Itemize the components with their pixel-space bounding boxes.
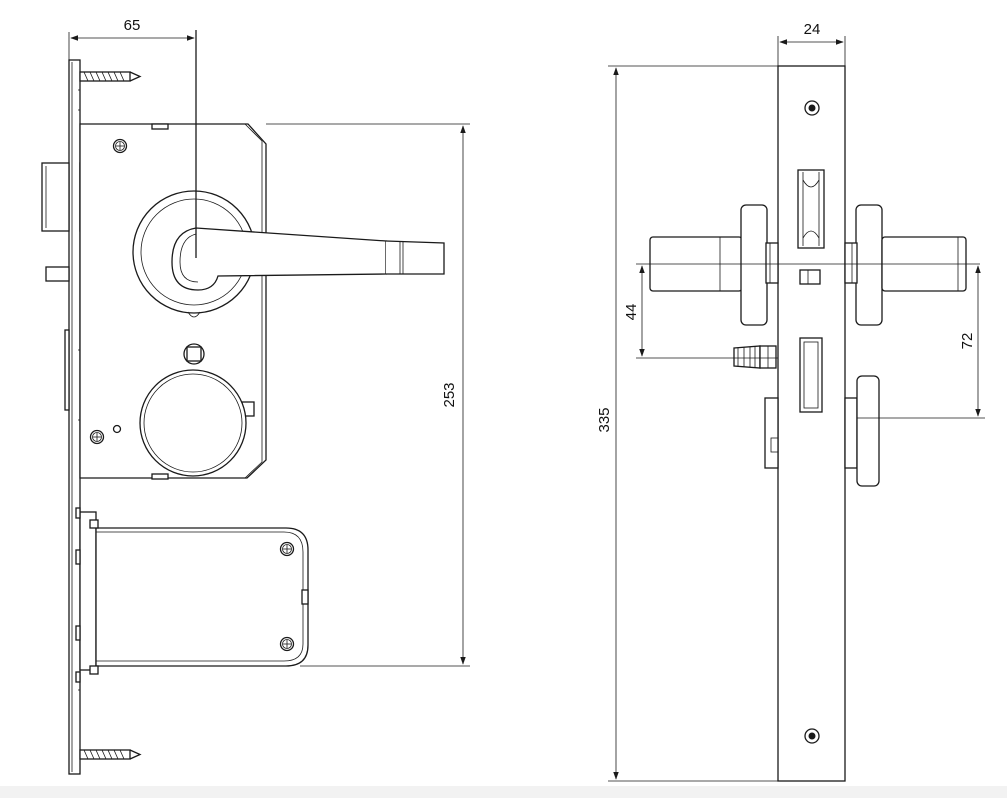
forend-plate <box>777 65 846 782</box>
case-screw-bottom <box>89 429 105 445</box>
dim-handle-to-thumbturn-label: 72 <box>959 333 976 350</box>
dim-total-height <box>608 65 778 782</box>
lever-handle <box>171 227 445 291</box>
battery-screw-bottom <box>279 636 295 652</box>
dim-case-height <box>266 123 470 667</box>
latch-opening <box>797 169 825 249</box>
side-view: 24 335 44 72 <box>596 21 985 782</box>
square-spindle <box>183 343 205 365</box>
dim-depth <box>68 32 195 60</box>
dim-depth-label: 65 <box>124 17 141 34</box>
wood-screw-top <box>79 71 142 82</box>
deadbolt-opening <box>799 337 823 413</box>
front-view: 65 253 <box>41 17 470 775</box>
dim-handle-to-thumbturn <box>857 265 985 419</box>
case-hole <box>112 424 122 434</box>
auxiliary-latch <box>45 266 70 282</box>
dim-total-height-label: 335 <box>596 407 613 432</box>
cylinder <box>733 345 777 369</box>
thumbturn <box>764 375 880 487</box>
forend-screw-bottom <box>804 728 820 744</box>
case-screw-top <box>112 138 128 154</box>
wood-screw-bottom <box>79 749 142 760</box>
dim-width-label: 24 <box>804 21 821 38</box>
dim-width <box>777 36 846 66</box>
battery-box <box>75 507 309 683</box>
dim-case-height-label: 253 <box>441 382 458 407</box>
faceplate <box>68 59 81 775</box>
battery-screw-top <box>279 541 295 557</box>
lever-right <box>844 204 967 326</box>
cylinder-rose <box>139 369 255 477</box>
lever-left <box>649 204 779 326</box>
forend-screw-top <box>804 100 820 116</box>
bottom-strip <box>0 786 1007 798</box>
trigger-bolt <box>799 269 821 285</box>
dim-handle-to-cylinder-label: 44 <box>623 304 640 321</box>
